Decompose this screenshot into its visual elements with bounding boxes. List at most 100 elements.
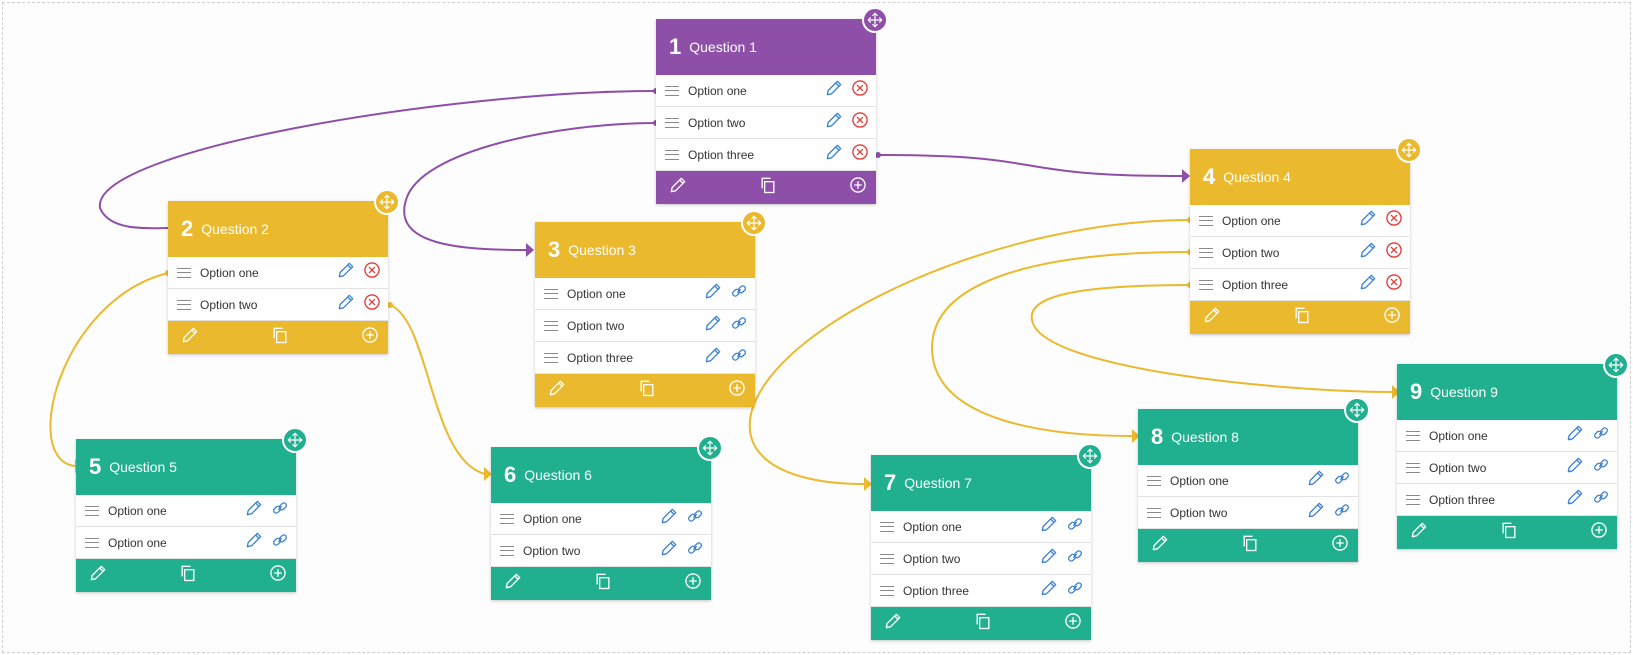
question-card-1[interactable]: 1 Question 1 Option one Option two Optio… [656,7,888,204]
question-header[interactable]: 1 Question 1 [656,19,876,75]
link-icon[interactable] [1326,468,1352,493]
question-card-9[interactable]: 9 Question 9 Option one Option two Optio… [1397,352,1629,549]
link-icon[interactable] [1326,500,1352,525]
question-card-2[interactable]: 2 Question 2 Option one Option two [168,189,400,354]
pencil-icon[interactable] [818,110,844,135]
link-icon[interactable] [1059,578,1085,603]
pencil-icon[interactable] [1352,208,1378,233]
drag-handle-icon[interactable] [1406,430,1420,441]
option-row[interactable]: Option three [871,575,1091,607]
option-row[interactable]: Option three [1190,269,1410,301]
move-arrows-icon[interactable] [1603,352,1629,378]
close-circle-icon[interactable] [844,142,870,167]
copy-icon[interactable] [637,378,657,403]
move-arrows-icon[interactable] [1344,397,1370,423]
option-row[interactable]: Option two [535,310,755,342]
pencil-icon[interactable] [697,281,723,306]
option-row[interactable]: Option one [1190,205,1410,237]
copy-icon[interactable] [758,175,778,200]
question-header[interactable]: 6 Question 6 [491,447,711,503]
drag-handle-icon[interactable] [500,513,514,524]
question-header[interactable]: 3 Question 3 [535,222,755,278]
link-icon[interactable] [679,538,705,563]
close-circle-icon[interactable] [356,292,382,317]
plus-circle-icon[interactable] [1063,611,1083,636]
drag-handle-icon[interactable] [665,149,679,160]
pencil-icon[interactable] [1559,487,1585,512]
question-header[interactable]: 7 Question 7 [871,455,1091,511]
copy-icon[interactable] [178,563,198,588]
option-row[interactable]: Option two [871,543,1091,575]
plus-circle-icon[interactable] [683,571,703,596]
link-icon[interactable] [1585,487,1611,512]
pencil-icon[interactable] [697,345,723,370]
option-row[interactable]: Option one [491,503,711,535]
pencil-icon[interactable] [1352,240,1378,265]
drag-handle-icon[interactable] [880,553,894,564]
link-icon[interactable] [723,281,749,306]
plus-circle-icon[interactable] [727,378,747,403]
drag-handle-icon[interactable] [177,299,191,310]
drag-handle-icon[interactable] [665,117,679,128]
pencil-icon[interactable] [238,530,264,555]
option-row[interactable]: Option two [491,535,711,567]
close-circle-icon[interactable] [1378,208,1404,233]
pencil-icon[interactable] [238,498,264,523]
option-row[interactable]: Option two [1138,497,1358,529]
link-icon[interactable] [723,313,749,338]
pencil-icon[interactable] [653,538,679,563]
copy-icon[interactable] [1292,305,1312,330]
move-arrows-icon[interactable] [741,210,767,236]
option-row[interactable]: Option three [535,342,755,374]
question-card-8[interactable]: 8 Question 8 Option one Option two [1138,397,1370,562]
pencil-icon[interactable] [180,325,200,350]
pencil-icon[interactable] [330,292,356,317]
pencil-icon[interactable] [547,378,567,403]
plus-circle-icon[interactable] [1330,533,1350,558]
drag-handle-icon[interactable] [85,505,99,516]
close-circle-icon[interactable] [844,110,870,135]
drag-handle-icon[interactable] [544,288,558,299]
pencil-icon[interactable] [818,78,844,103]
option-row[interactable]: Option two [656,107,876,139]
plus-circle-icon[interactable] [1382,305,1402,330]
option-row[interactable]: Option three [1397,484,1617,516]
pencil-icon[interactable] [1409,520,1429,545]
link-icon[interactable] [679,506,705,531]
close-circle-icon[interactable] [844,78,870,103]
drag-handle-icon[interactable] [1147,507,1161,518]
option-row[interactable]: Option one [1138,465,1358,497]
drag-handle-icon[interactable] [880,585,894,596]
drag-handle-icon[interactable] [1406,494,1420,505]
pencil-icon[interactable] [1559,455,1585,480]
option-row[interactable]: Option one [871,511,1091,543]
copy-icon[interactable] [973,611,993,636]
question-header[interactable]: 9 Question 9 [1397,364,1617,420]
plus-circle-icon[interactable] [848,175,868,200]
option-row[interactable]: Option one [656,75,876,107]
move-arrows-icon[interactable] [697,435,723,461]
drag-handle-icon[interactable] [1199,215,1213,226]
option-row[interactable]: Option two [1190,237,1410,269]
pencil-icon[interactable] [330,260,356,285]
pencil-icon[interactable] [1300,468,1326,493]
link-icon[interactable] [264,530,290,555]
link-icon[interactable] [1585,455,1611,480]
pencil-icon[interactable] [697,313,723,338]
drag-handle-icon[interactable] [1199,279,1213,290]
question-header[interactable]: 8 Question 8 [1138,409,1358,465]
close-circle-icon[interactable] [1378,240,1404,265]
drag-handle-icon[interactable] [544,320,558,331]
pencil-icon[interactable] [1202,305,1222,330]
move-arrows-icon[interactable] [374,189,400,215]
drag-handle-icon[interactable] [177,267,191,278]
question-header[interactable]: 5 Question 5 [76,439,296,495]
move-arrows-icon[interactable] [1077,443,1103,469]
move-arrows-icon[interactable] [282,427,308,453]
option-row[interactable]: Option two [168,289,388,321]
move-arrows-icon[interactable] [862,7,888,33]
pencil-icon[interactable] [1150,533,1170,558]
link-icon[interactable] [1585,423,1611,448]
pencil-icon[interactable] [1300,500,1326,525]
plus-circle-icon[interactable] [268,563,288,588]
